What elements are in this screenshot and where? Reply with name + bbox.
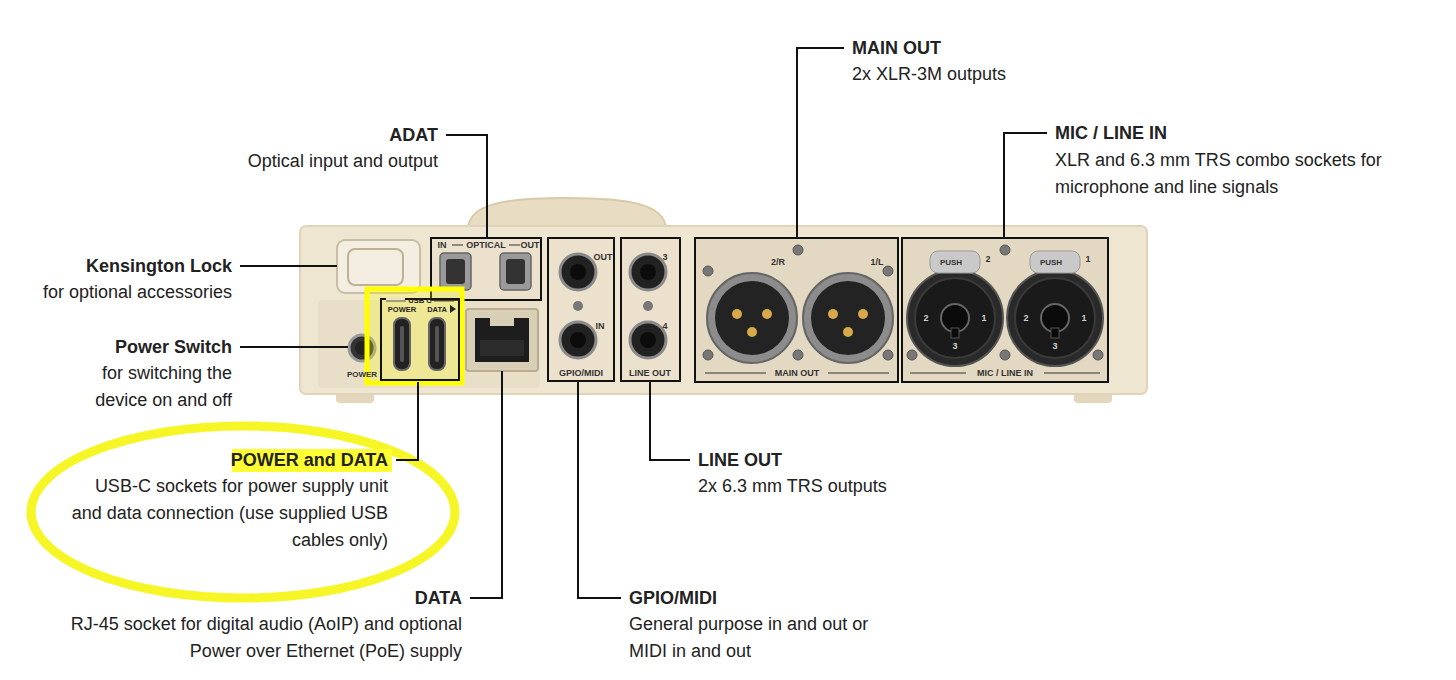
panel-label: POWER: [347, 370, 377, 379]
trs-jack: [560, 322, 596, 358]
panel-label: OUT: [594, 252, 613, 262]
usb-c-socket: [394, 318, 410, 370]
callout-title: LINE OUT: [698, 447, 782, 474]
callout-title: GPIO/MIDI: [629, 585, 717, 612]
line-out-box: [621, 238, 680, 381]
xlr-male-socket: [803, 273, 893, 363]
callout-title: POWER and DATA: [231, 447, 388, 474]
trs-jack: [630, 254, 666, 290]
panel-label: DATA: [427, 306, 447, 314]
pin-number: 1: [981, 313, 986, 323]
callout-title: MIC / LINE IN: [1055, 120, 1167, 147]
panel-label: PUSH: [1040, 258, 1062, 267]
usb-box: [381, 299, 459, 380]
panel-label: IN: [596, 321, 605, 331]
callout-text: XLR and 6.3 mm TRS combo sockets for mic…: [1055, 147, 1427, 201]
panel-label: 2/R: [771, 257, 785, 267]
panel-label: IN: [438, 240, 447, 250]
xlr-male-socket: [707, 273, 797, 363]
highlight-ellipse: [31, 426, 455, 598]
gpio-box: [548, 238, 614, 381]
trs-jack: [630, 322, 666, 358]
panel-label: 3: [662, 252, 667, 262]
panel-label: OPTICAL: [466, 240, 506, 250]
optical-port: [440, 253, 471, 290]
callout-text: for optional accessories: [43, 279, 232, 306]
callout-text: General purpose in and out or MIDI in an…: [629, 611, 884, 665]
callout-title: ADAT: [389, 122, 438, 149]
kensington-lock: [337, 240, 420, 293]
combo-socket: [1007, 251, 1103, 366]
panel-label: 4: [662, 321, 667, 331]
callout-text: 2x 6.3 mm TRS outputs: [698, 473, 887, 500]
callout-text: USB-C sockets for power supply unit and …: [68, 473, 388, 554]
panel-label: 2: [985, 254, 990, 264]
panel-label: POWER: [388, 306, 416, 314]
panel-label: GPIO/MIDI: [559, 368, 603, 378]
panel-label: MAIN OUT: [775, 368, 820, 378]
pin-number: 3: [1052, 341, 1057, 351]
callout-text: 2x XLR-3M outputs: [852, 61, 1006, 88]
combo-socket: [907, 251, 1003, 366]
panel-label: MIC / LINE IN: [977, 368, 1033, 378]
panel-label: PUSH: [940, 258, 962, 267]
pin-number: 2: [923, 313, 928, 323]
callout-text: Optical input and output: [248, 148, 438, 175]
panel-label: LINE OUT: [629, 368, 671, 378]
highlight-box: [367, 289, 462, 383]
callout-title: MAIN OUT: [852, 35, 941, 62]
panel-label: 1: [1085, 254, 1090, 264]
pin-number: 2: [1023, 313, 1028, 323]
callout-title: DATA: [415, 585, 462, 612]
mic-line-box: [902, 238, 1108, 382]
callout-text: for switching the device on and off: [67, 360, 232, 414]
panel-label: 1/L: [870, 257, 883, 267]
optical-port: [500, 253, 531, 290]
callout-text: RJ-45 socket for digital audio (AoIP) an…: [62, 611, 462, 665]
top-bump: [468, 198, 666, 228]
panel-label: OUT: [521, 240, 540, 250]
rj45-socket: [466, 309, 538, 371]
main-out-box: [695, 238, 898, 382]
panel-label: USB C: [408, 297, 431, 305]
usb-c-socket: [429, 318, 445, 370]
pin-number: 3: [952, 341, 957, 351]
callout-title: Power Switch: [115, 334, 232, 361]
housing: [300, 226, 1147, 394]
pin-number: 1: [1081, 313, 1086, 323]
trs-jack: [560, 254, 596, 290]
callout-title: Kensington Lock: [86, 253, 232, 280]
